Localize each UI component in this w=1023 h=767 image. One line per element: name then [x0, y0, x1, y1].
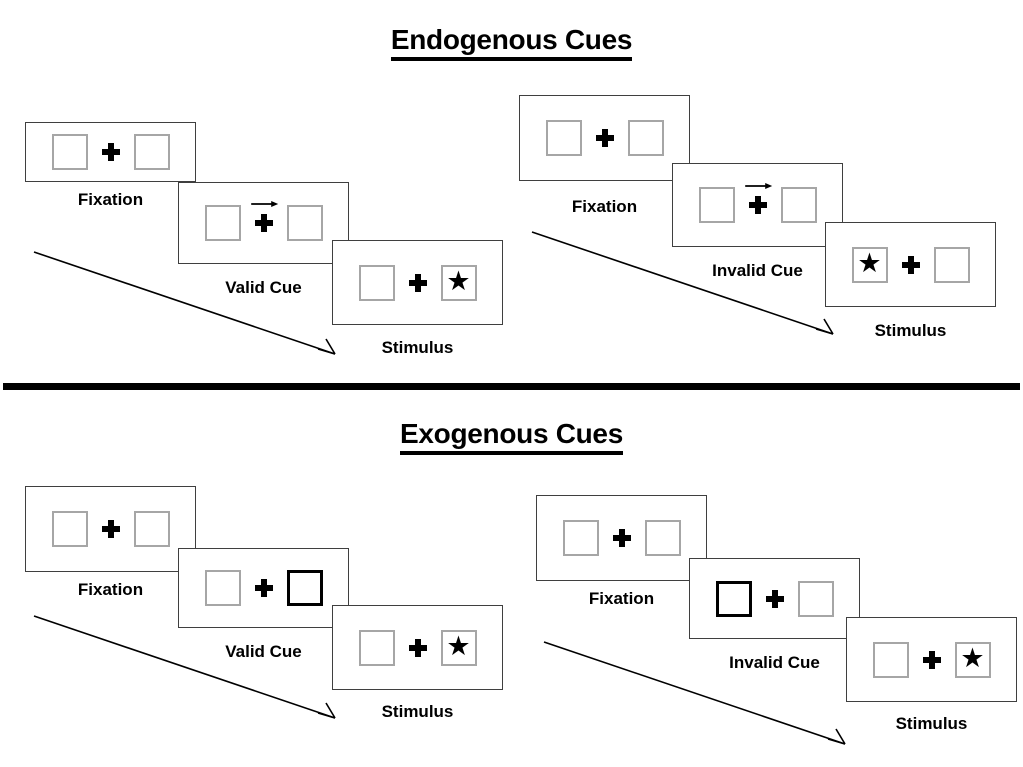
panel-content	[204, 570, 323, 606]
target-box-left	[51, 134, 88, 170]
fixation-cross-icon	[922, 650, 941, 669]
panel-content: ★	[851, 246, 970, 283]
panel-exogenous-invalid-cue[interactable]	[689, 558, 860, 639]
panel-content	[51, 511, 170, 547]
fixation-cross-icon	[101, 143, 120, 161]
target-box-left-cued	[715, 580, 752, 617]
caption-endogenous-invalid-fixation: Fixation	[571, 197, 638, 216]
star-stimulus-icon: ★	[960, 643, 985, 674]
target-box-right	[286, 205, 323, 241]
target-box-right	[780, 187, 817, 223]
fixation-cross-icon	[254, 579, 273, 597]
fixation-cross-icon	[101, 520, 120, 538]
panel-endogenous-valid-fixation[interactable]	[25, 122, 196, 182]
panel-content	[562, 520, 681, 556]
target-box-left	[358, 264, 395, 301]
target-box-left	[204, 570, 241, 606]
section-title-exogenous: Exogenous Cues	[0, 418, 1023, 455]
target-box-right	[627, 120, 664, 156]
target-box-right: ★	[440, 264, 477, 301]
target-box-right-cued	[286, 570, 323, 606]
target-box-left	[358, 629, 395, 666]
panel-content	[51, 134, 170, 170]
target-box-right	[133, 134, 170, 170]
arrow-right-cue-icon	[250, 199, 280, 209]
section-title-endogenous: Endogenous Cues	[0, 24, 1023, 61]
panel-endogenous-invalid-cue[interactable]	[672, 163, 843, 247]
fixation-cross-icon	[612, 529, 631, 547]
target-box-left	[51, 511, 88, 547]
fixation-cross-icon	[595, 129, 614, 147]
section-divider	[3, 383, 1020, 390]
caption-endogenous-invalid-stimulus: Stimulus	[874, 321, 947, 340]
target-box-right	[644, 520, 681, 556]
caption-endogenous-valid-cue: Valid Cue	[225, 278, 302, 297]
caption-exogenous-invalid-fixation: Fixation	[588, 589, 655, 608]
fixation-cross-icon	[250, 201, 278, 232]
target-box-left	[545, 120, 582, 156]
panel-exogenous-invalid-stimulus[interactable]: ★	[846, 617, 1017, 702]
panel-content: ★	[872, 641, 991, 678]
panel-content	[715, 580, 834, 617]
arrow-right-cue-icon	[744, 181, 774, 191]
target-box-right	[797, 580, 834, 617]
target-box-right: ★	[954, 641, 991, 678]
panel-endogenous-valid-stimulus[interactable]: ★	[332, 240, 503, 325]
caption-endogenous-valid-fixation: Fixation	[77, 190, 144, 209]
fixation-cross-icon	[901, 255, 920, 274]
fixation-cross-icon	[744, 183, 772, 214]
target-box-left	[698, 187, 735, 223]
panel-content	[204, 201, 323, 241]
caption-exogenous-valid-fixation: Fixation	[77, 580, 144, 599]
flow-arrow-exogenous-valid	[30, 612, 350, 730]
target-box-right	[133, 511, 170, 547]
target-box-left: ★	[851, 246, 888, 283]
target-box-right: ★	[440, 629, 477, 666]
caption-exogenous-invalid-cue: Invalid Cue	[729, 653, 820, 672]
fixation-cross-icon	[765, 589, 784, 608]
caption-exogenous-valid-stimulus: Stimulus	[381, 702, 454, 721]
caption-endogenous-invalid-cue: Invalid Cue	[712, 261, 803, 280]
panel-content: ★	[358, 629, 477, 666]
caption-exogenous-valid-cue: Valid Cue	[225, 642, 302, 661]
panel-exogenous-valid-fixation[interactable]	[25, 486, 196, 572]
panel-exogenous-invalid-fixation[interactable]	[536, 495, 707, 581]
panel-content: ★	[358, 264, 477, 301]
target-box-left	[872, 641, 909, 678]
panel-exogenous-valid-stimulus[interactable]: ★	[332, 605, 503, 690]
flow-arrow-endogenous-valid	[30, 248, 350, 366]
panel-endogenous-invalid-fixation[interactable]	[519, 95, 690, 181]
section-title-endogenous-text: Endogenous Cues	[390, 24, 632, 61]
target-box-right	[933, 246, 970, 283]
section-title-exogenous-text: Exogenous Cues	[400, 418, 623, 455]
caption-endogenous-valid-stimulus: Stimulus	[381, 338, 454, 357]
panel-content	[545, 120, 664, 156]
panel-endogenous-valid-cue[interactable]	[178, 182, 349, 264]
star-stimulus-icon: ★	[857, 248, 882, 279]
caption-exogenous-invalid-stimulus: Stimulus	[895, 714, 968, 733]
target-box-left	[204, 205, 241, 241]
fixation-cross-icon	[408, 638, 427, 657]
panel-exogenous-valid-cue[interactable]	[178, 548, 349, 628]
star-stimulus-icon: ★	[446, 631, 471, 662]
panel-content	[698, 183, 817, 223]
fixation-cross-icon	[408, 273, 427, 292]
panel-endogenous-invalid-stimulus[interactable]: ★	[825, 222, 996, 307]
star-stimulus-icon: ★	[446, 266, 471, 297]
target-box-left	[562, 520, 599, 556]
